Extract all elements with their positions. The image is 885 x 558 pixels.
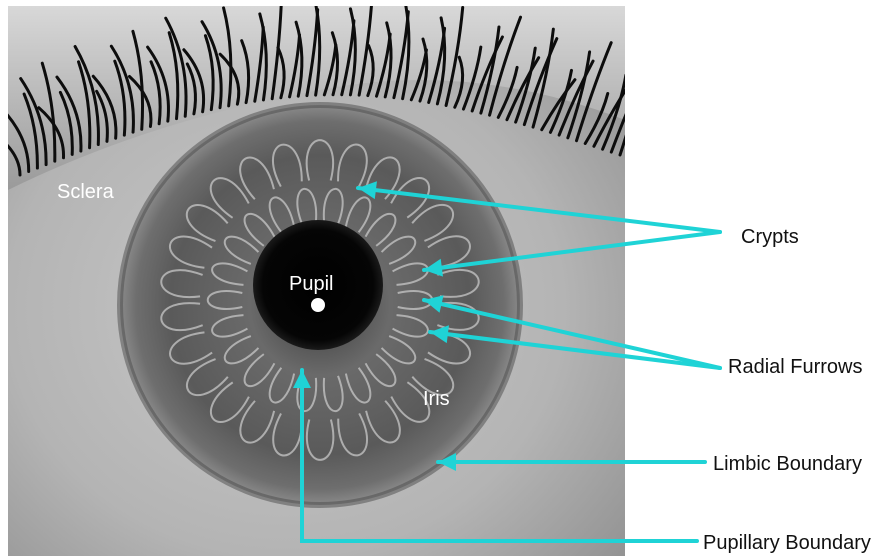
pupil-label: Pupil [289, 273, 333, 295]
sclera-label: Sclera [57, 181, 115, 203]
crypts-label: Crypts [741, 226, 799, 248]
radial-furrows-label: Radial Furrows [728, 356, 862, 378]
iris-label: Iris [423, 388, 450, 410]
limbic-boundary-label: Limbic Boundary [713, 453, 862, 475]
corneal-reflection [311, 298, 325, 312]
pupillary-boundary-label: Pupillary Boundary [703, 532, 871, 554]
